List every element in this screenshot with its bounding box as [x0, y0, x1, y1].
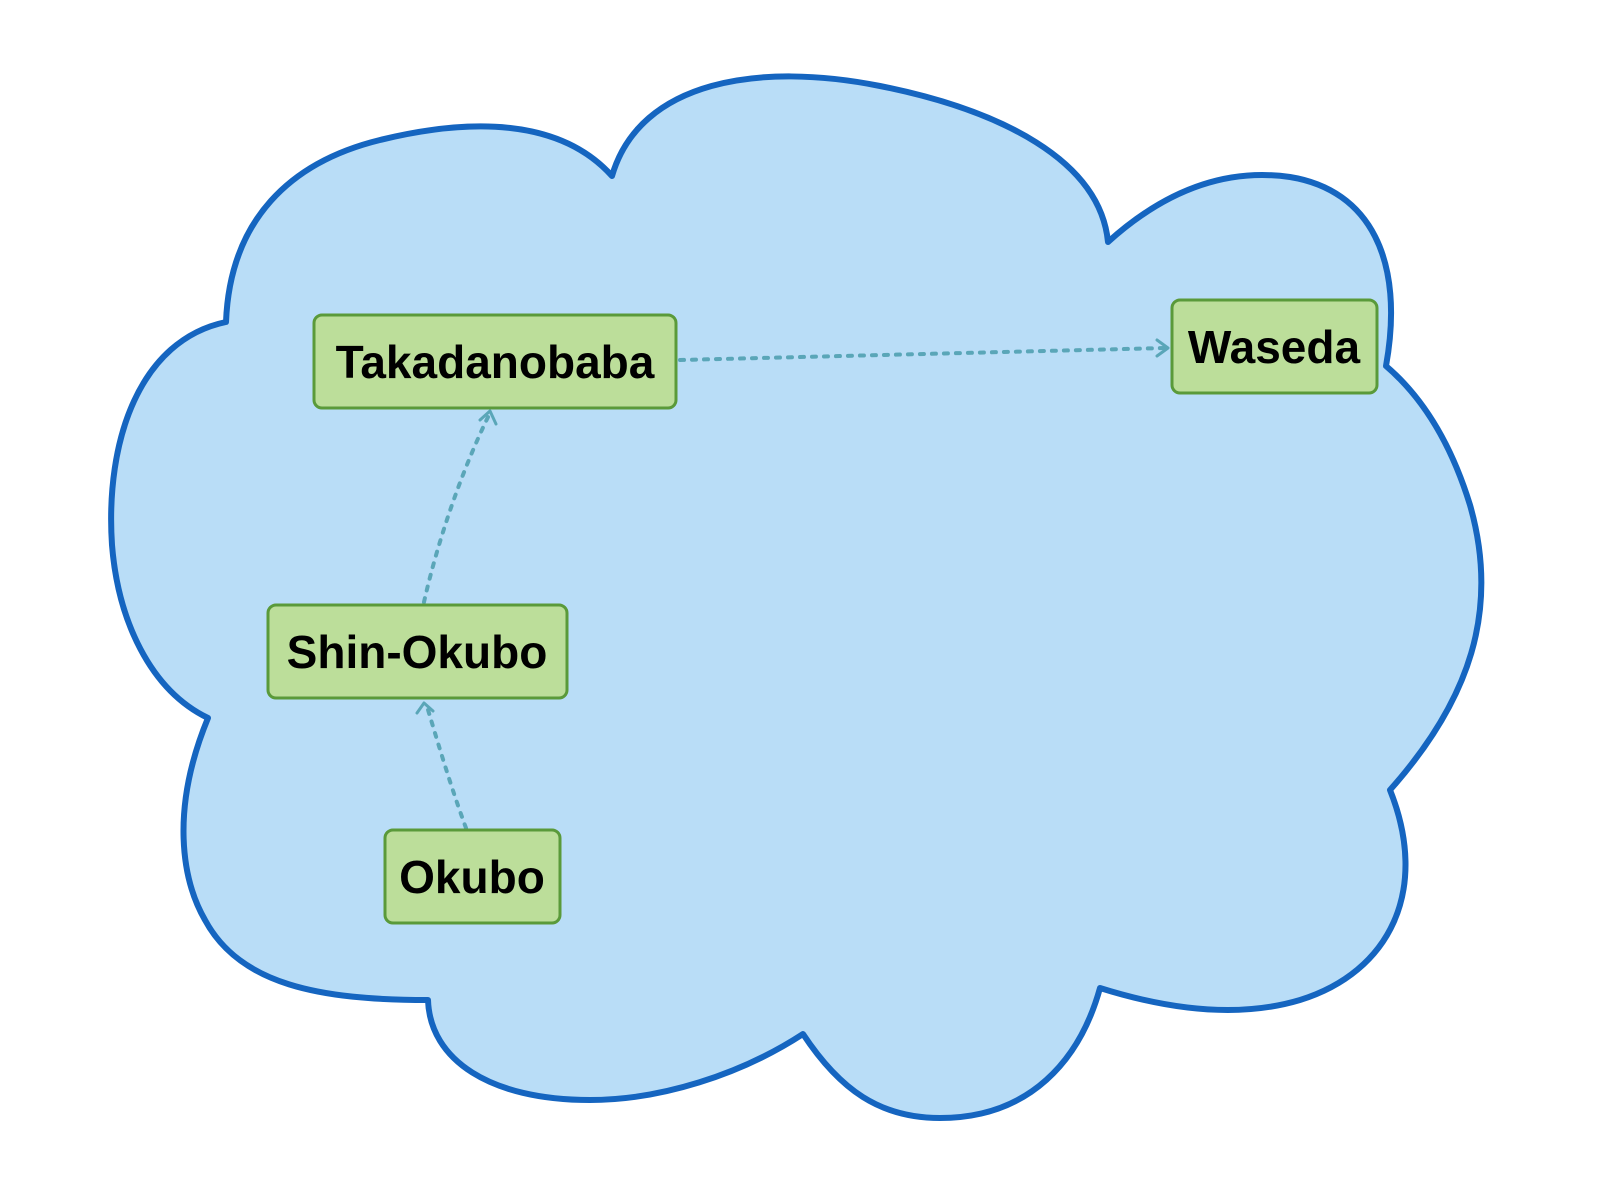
node-label: Waseda: [1188, 321, 1361, 373]
cloud-shape: [108, 73, 1485, 1121]
node-label: Takadanobaba: [336, 336, 655, 388]
node-takadanobaba: Takadanobaba: [312, 313, 678, 410]
node-box: [383, 828, 562, 925]
node-box: [266, 603, 569, 700]
edge-okubo-to-shin-okubo-arrowhead: [415, 701, 435, 715]
node-okubo: Okubo: [383, 828, 562, 925]
edges-layer: [415, 338, 1170, 830]
node-box: [312, 313, 678, 410]
node-shin-okubo: Shin-Okubo: [266, 603, 569, 700]
edge-okubo-to-shin-okubo: [424, 701, 468, 830]
edge-shin-okubo-to-takadanobaba-arrowhead: [478, 409, 498, 426]
node-waseda: Waseda: [1170, 298, 1379, 395]
edge-shin-okubo-to-takadanobaba: [422, 413, 491, 604]
node-label: Okubo: [399, 851, 545, 903]
edge-takadanobaba-to-waseda: [678, 346, 1167, 362]
edge-takadanobaba-to-waseda-arrowhead: [1155, 338, 1170, 358]
node-box: [1170, 298, 1379, 395]
node-label: Shin-Okubo: [287, 626, 548, 678]
